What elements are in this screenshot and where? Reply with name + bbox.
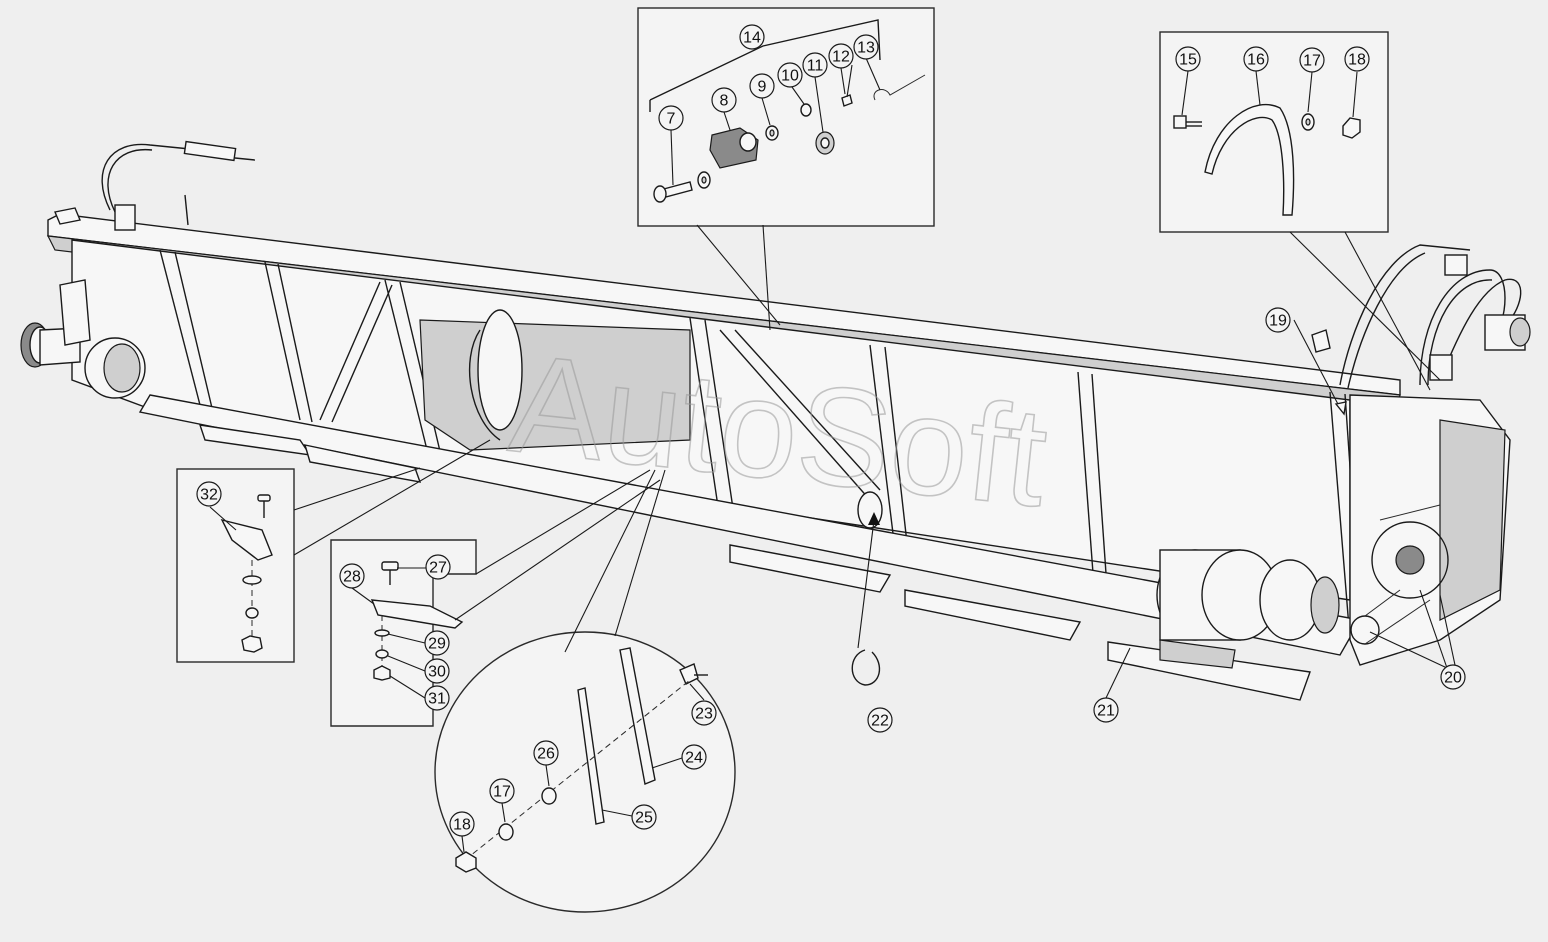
callout-8: 8 (711, 87, 737, 113)
inset-box-bolt-27 (330, 539, 477, 727)
callout-circle (533, 740, 559, 766)
callout-label: 21 (1097, 703, 1115, 720)
callout-circle (1243, 46, 1269, 72)
callout-32: 32 (196, 481, 222, 507)
callout-circle (828, 43, 854, 69)
callout-10: 10 (777, 62, 803, 88)
callout-label: 16 (1247, 52, 1265, 69)
callout-circle (853, 34, 879, 60)
callout-label: 19 (1269, 313, 1287, 330)
callout-23: 23 (691, 700, 717, 726)
callout-circle (1440, 664, 1466, 690)
callout-circle (681, 744, 707, 770)
callout-label: 31 (428, 691, 446, 708)
callout-label: 17 (493, 784, 511, 801)
callout-circle (739, 24, 765, 50)
leader-lines (209, 57, 1456, 853)
callout-circle (1299, 47, 1325, 73)
callout-circle (196, 481, 222, 507)
callout-20: 20 (1440, 664, 1466, 690)
callout-29: 29 (424, 630, 450, 656)
callout-15: 15 (1175, 46, 1201, 72)
skid-shoes (198, 424, 1311, 701)
callout-circle (424, 685, 450, 711)
callout-11: 11 (802, 52, 828, 78)
header-frame (46, 213, 1511, 666)
callout-label: 24 (685, 750, 703, 767)
callout-28: 28 (339, 563, 365, 589)
callout-layer: 7 8 9 10 11 12 13 14 15 16 17 18 19 20 21 22 23 24 25 26 17 1… (196, 24, 1466, 837)
right-hoses (1339, 244, 1531, 389)
callout-17: 17 (489, 778, 515, 804)
callout-circle (631, 804, 657, 830)
callout-circle (658, 105, 684, 131)
inset-box-bolt-32 (176, 468, 295, 663)
callout-14: 14 (739, 24, 765, 50)
callout-circle (867, 707, 893, 733)
callout-circle (749, 73, 775, 99)
callout-18: 18 (449, 811, 475, 837)
callout-label: 20 (1444, 670, 1462, 687)
callout-circle (711, 87, 737, 113)
callout-30: 30 (424, 658, 450, 684)
callout-25: 25 (631, 804, 657, 830)
callout-circle (424, 658, 450, 684)
callout-label: 25 (635, 810, 653, 827)
callout-17: 17 (1299, 47, 1325, 73)
callout-label: 30 (428, 664, 446, 681)
callout-24: 24 (681, 744, 707, 770)
callout-circle (1344, 46, 1370, 72)
callout-label: 17 (1303, 53, 1321, 70)
callout-label: 10 (781, 68, 799, 85)
callout-circle (691, 700, 717, 726)
callout-label: 29 (428, 636, 446, 653)
callout-circle (1093, 697, 1119, 723)
callout-12: 12 (828, 43, 854, 69)
callout-circle (424, 630, 450, 656)
callout-label: 22 (871, 713, 889, 730)
callout-label: 28 (343, 569, 361, 586)
callout-label: 12 (832, 49, 850, 66)
callout-19: 19 (1265, 307, 1291, 333)
callout-label: 13 (857, 40, 875, 57)
callout-21: 21 (1093, 697, 1119, 723)
callout-circle (339, 563, 365, 589)
callout-label: 26 (537, 746, 555, 763)
callout-circle (425, 554, 451, 580)
callout-label: 15 (1179, 52, 1197, 69)
callout-circle (489, 778, 515, 804)
callout-circle (1175, 46, 1201, 72)
callout-9: 9 (749, 73, 775, 99)
callout-label: 32 (200, 487, 218, 504)
callout-label: 18 (1348, 52, 1366, 69)
callout-31: 31 (424, 685, 450, 711)
callout-circle (777, 62, 803, 88)
callout-circle (802, 52, 828, 78)
callout-circle (449, 811, 475, 837)
callout-label: 8 (720, 93, 729, 110)
callout-label: 9 (758, 79, 767, 96)
inset-box-pin-assembly (637, 7, 935, 227)
callout-16: 16 (1243, 46, 1269, 72)
callout-label: 14 (743, 30, 761, 47)
left-wheel-assembly (20, 207, 146, 399)
callout-label: 23 (695, 706, 713, 723)
callout-13: 13 (853, 34, 879, 60)
top-left-cylinder (101, 140, 256, 231)
oval-inset-plate-assembly (434, 631, 736, 913)
callout-18: 18 (1344, 46, 1370, 72)
callout-label: 27 (429, 560, 447, 577)
callout-label: 18 (453, 817, 471, 834)
callout-22: 22 (867, 707, 893, 733)
callout-circle (1265, 307, 1291, 333)
callout-label: 11 (807, 58, 824, 75)
callout-27: 27 (425, 554, 451, 580)
callout-label: 7 (667, 111, 676, 128)
callout-7: 7 (658, 105, 684, 131)
callout-26: 26 (533, 740, 559, 766)
